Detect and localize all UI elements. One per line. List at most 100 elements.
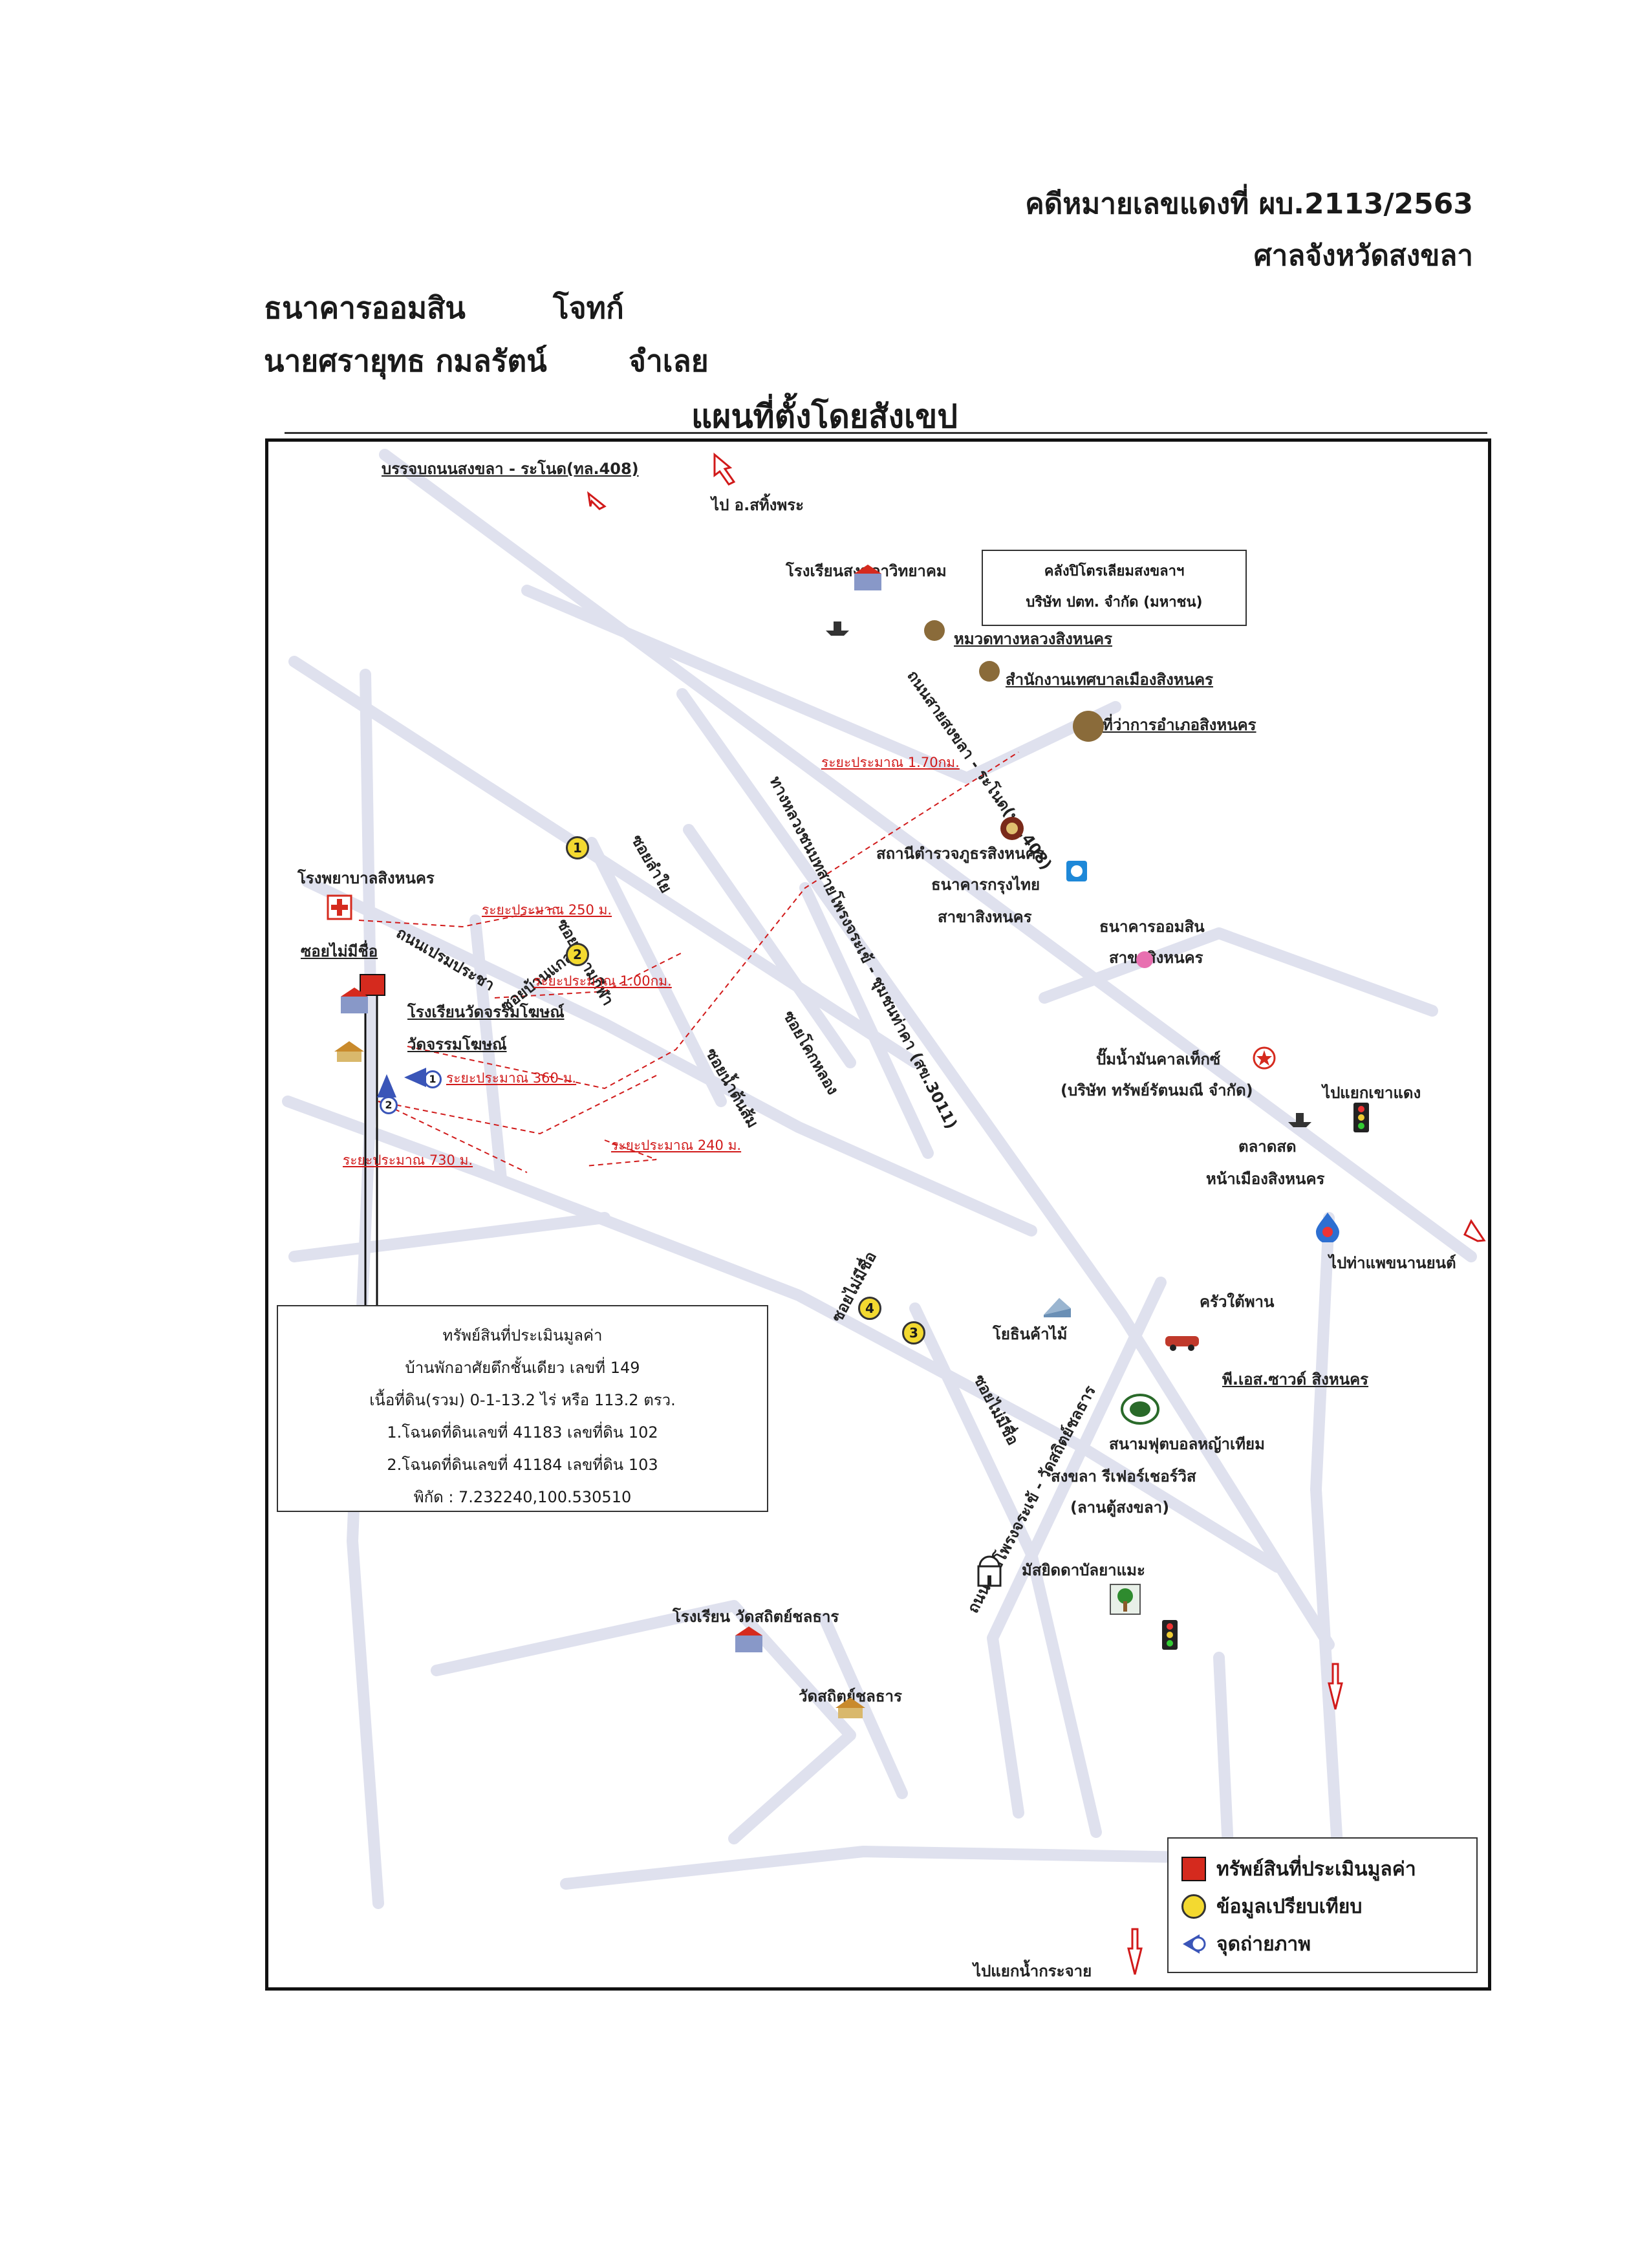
hospital-cross-icon (327, 894, 352, 920)
label-district-office: ที่ว่าการอำเภอสิงหนคร (1103, 716, 1256, 734)
court-name: ศาลจังหวัดสงขลา (1253, 239, 1473, 272)
ship-icon (826, 621, 849, 636)
traffic-light-icon (1162, 1620, 1178, 1650)
distance-line-100km (494, 952, 683, 999)
defendant-name: นายศรายุทธ กมลรัตน์ (264, 343, 547, 378)
label-football-1: สนามฟุตบอลหญ้าเทียม (1109, 1435, 1265, 1453)
ship-icon (1288, 1113, 1311, 1127)
road-east-branch (1039, 927, 1438, 1017)
label-municipal-office: สำนักงานเทศบาลเมืองสิงหนคร (1006, 671, 1214, 689)
football-field-icon (1121, 1394, 1159, 1425)
subject-info-line1: บ้านพักอาศัยตึกชั้นเดียว เลขที่ 149 (405, 1359, 640, 1377)
road-label-soi-mai-mi-chue-left: ซอยไม่มีชื่อ (301, 942, 378, 960)
distance-line-250m (358, 907, 560, 928)
subject-info-title: ทรัพย์สินที่ประเมินมูลค่า (442, 1326, 603, 1345)
case-number: คดีหมายเลขแดงที่ ผบ.2113/2563 (1025, 188, 1473, 221)
legend-photo-label: จุดถ่ายภาพ (1216, 1932, 1311, 1956)
school-icon (735, 1626, 762, 1652)
photo-point-2[interactable]: 2 (380, 1096, 398, 1114)
ptt-station-icon (1316, 1213, 1339, 1242)
arrow-top-icon (587, 491, 607, 510)
pttep-line1: คลังปิโตรเลียมสงขลาฯ (1044, 563, 1185, 579)
tree-logo-icon (1110, 1584, 1141, 1615)
gsb-bank-icon (1136, 951, 1153, 968)
school-icon (854, 565, 881, 590)
label-ps-service: พี.เอส.ซาวด์ สิงหนคร (1222, 1370, 1369, 1388)
label-wat-school: โรงเรียนวัดจรรมโฆษณ์ (407, 1003, 565, 1021)
plaintiff-name: ธนาคารออมสิน (264, 290, 466, 325)
road-phong-sarit (987, 1277, 1167, 1819)
label-football-3: (ลานตู้สงขลา) (1070, 1498, 1170, 1517)
distance-line-730m (378, 1101, 528, 1173)
road-west-short (288, 1212, 610, 1262)
road-soi-fourth (799, 882, 934, 1159)
legend-subject-label: ทรัพย์สินที่ประเมินมูลค่า (1216, 1857, 1416, 1881)
arrow-east-icon (1463, 1218, 1486, 1242)
camera-direction-icon (377, 1074, 396, 1097)
legend-row-comparable: ข้อมูลเปรียบเทียบ (1181, 1888, 1463, 1925)
comparable-marker-1[interactable]: 1 (566, 836, 589, 859)
subject-info-line5: พิกัด : 7.232240,100.530510 (413, 1488, 632, 1506)
defendant-role: จำเลย (629, 343, 709, 378)
map-title: แผนที่ตั้งโดยสังเขป (691, 398, 958, 435)
distance-line-240m (585, 1139, 657, 1167)
police-badge-icon (1000, 817, 1024, 840)
road-network (282, 449, 1486, 1975)
label-sarit-school: โรงเรียน วัดสถิตย์ชลธาร (673, 1608, 839, 1626)
arrow-bottom-icon (1127, 1928, 1143, 1975)
label-kitchen: ครัวใต้พาน (1200, 1293, 1275, 1311)
distance-label-240m: ระยะประมาณ 240 ม. (611, 1138, 742, 1153)
road-east-vertical (1310, 1212, 1348, 1928)
location-map: บรรจบถนนสงขลา - ระโนด(ทล.408) ไป อ.สทิ้ง… (265, 438, 1491, 1991)
label-market-1: ตลาดสด (1238, 1138, 1297, 1156)
pttep-line2: บริษัท ปตท. จำกัด (มหาชน) (1026, 594, 1203, 610)
label-highway-unit: หมวดทางหลวงสิงหนคร (954, 630, 1112, 648)
legend-comparable-label: ข้อมูลเปรียบเทียบ (1216, 1895, 1363, 1918)
map-legend: ทรัพย์สินที่ประเมินมูลค่า ข้อมูลเปรียบเท… (1167, 1837, 1478, 1973)
label-caltex-1: ปั๊มน้ำมันคาลเท็กซ์ (1096, 1050, 1221, 1068)
garuda-emblem-icon (979, 661, 1000, 682)
garuda-emblem-icon (1073, 711, 1104, 742)
road-lower-ew (282, 1096, 1283, 1573)
legend-subject-swatch (1181, 1857, 1206, 1881)
road-soi-left (469, 914, 507, 1185)
temple-icon (334, 1041, 364, 1062)
comparable-marker-3[interactable]: 3 (902, 1321, 925, 1345)
label-football-2: สงขลา รีเฟอร์เชอร์วิส (1051, 1467, 1196, 1485)
subject-info-line4: 2.โฉนดที่ดินเลขที่ 41184 เลขที่ดิน 103 (387, 1456, 658, 1474)
school-icon (341, 988, 368, 1013)
temple-icon (835, 1698, 865, 1718)
legend-comparable-swatch (1181, 1894, 1206, 1919)
label-wood-shop: โยธินค้าไม้ (993, 1325, 1068, 1343)
road-sarit-lane (819, 1613, 908, 1799)
subject-property-info: ทรัพย์สินที่ประเมินมูลค่า บ้านพักอาศัยตึ… (277, 1305, 768, 1512)
road-north (521, 585, 1121, 784)
label-gsb-2: สาขาสิงหนคร (1109, 949, 1203, 967)
label-krungthai-1: ธนาคารกรุงไทย (931, 876, 1040, 894)
plaintiff-role: โจทก์ (553, 290, 624, 325)
warehouse-icon (1044, 1298, 1071, 1317)
distance-line-360m (378, 1075, 657, 1135)
comparable-marker-4[interactable]: 4 (858, 1297, 881, 1320)
legend-photo-icon (1183, 1934, 1206, 1954)
road-label-to-tha-phae: ไปท่าแพขนานยนต์ (1329, 1254, 1456, 1272)
comparable-marker-2[interactable]: 2 (566, 943, 589, 966)
label-hospital: โรงพยาบาลสิงหนคร (297, 869, 435, 887)
distance-label-730m: ระยะประมาณ 730 ม. (343, 1152, 473, 1168)
krungthai-bank-icon (1066, 861, 1087, 881)
arrow-south-icon (1328, 1663, 1343, 1710)
subject-info-line3: 1.โฉนดที่ดินเลขที่ 41183 เลขที่ดิน 102 (387, 1423, 658, 1442)
distance-label-100km: ระยะประมาณ 1.00กม. (534, 973, 672, 989)
label-mosque: มัสยิดดาบัลยาแมะ (1022, 1561, 1145, 1579)
road-soi-lamai (683, 824, 856, 1068)
caltex-star-icon (1253, 1046, 1276, 1070)
legend-row-photo: จุดถ่ายภาพ (1181, 1925, 1463, 1963)
subject-property-icon (360, 974, 385, 996)
garuda-emblem-icon (924, 620, 945, 641)
photo-point-1[interactable]: 1 (424, 1070, 442, 1088)
road-phong-chumchon (676, 688, 1335, 1650)
camera-direction-icon (404, 1068, 426, 1087)
label-caltex-2: (บริษัท ทรัพย์รัตนมณี จำกัด) (1061, 1081, 1253, 1099)
title-underline (285, 432, 1487, 434)
road-soi-ko-nok (586, 837, 727, 1107)
